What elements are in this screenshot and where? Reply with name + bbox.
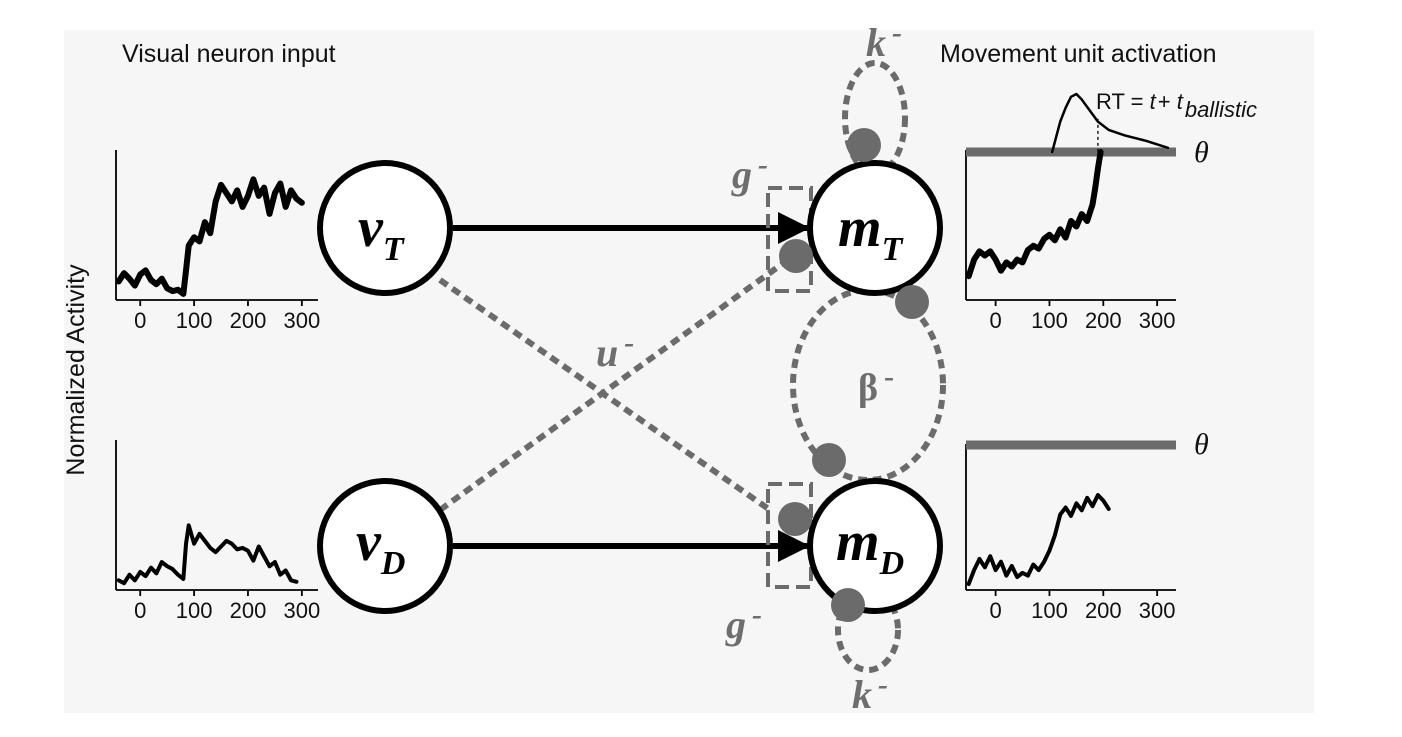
activity-trace (116, 523, 299, 586)
node-mT-label: mT (838, 197, 904, 268)
rt-lhs: RT = (1096, 89, 1150, 114)
x-tick-label: 100 (176, 308, 213, 333)
param-k-top-symbol: k (866, 20, 886, 65)
node-mD (807, 478, 943, 614)
x-tick-label: 0 (989, 598, 1001, 623)
synapse-dot-g-top (779, 239, 813, 273)
x-tick-label: 0 (134, 308, 146, 333)
synapse-dot-beta-bottom (812, 443, 846, 477)
node-mD-sub: D (879, 545, 905, 582)
node-mD-label: mD (836, 511, 904, 582)
ballistic-trace (1050, 92, 1170, 154)
synapse-dot-beta-top (895, 285, 929, 319)
arrowhead-bottom (778, 530, 810, 562)
movement-target-plot: 0 100 200 300 (965, 92, 1176, 333)
param-k-bottom-symbol: k (852, 672, 872, 717)
x-tick-label: 200 (1085, 308, 1122, 333)
x-tick-label: 100 (1031, 308, 1068, 333)
rt-t: t (1150, 89, 1157, 114)
x-tick-label: 300 (283, 598, 320, 623)
movement-distractor-plot: 0 100 200 300 (965, 440, 1176, 623)
cross-inhibition-vD-to-mT (438, 259, 787, 513)
x-tick-label: 300 (1139, 598, 1176, 623)
lateral-inhibition-loop (790, 287, 946, 483)
x-tick-label: 100 (176, 598, 213, 623)
visual-distractor-plot: 0 100 200 300 (115, 440, 320, 623)
node-mT-sub: T (882, 231, 904, 268)
x-tick-label: 300 (283, 308, 320, 333)
visual-input-title: Visual neuron input (122, 40, 336, 68)
node-vD-sub: D (380, 545, 406, 582)
synapse-dot-g-bottom (778, 502, 812, 536)
x-tick-label: 200 (1085, 598, 1122, 623)
x-tick-label: 200 (230, 598, 267, 623)
node-mD-main: m (836, 511, 880, 573)
x-tick-label: 300 (1139, 308, 1176, 333)
param-k-top: k- (866, 16, 902, 65)
x-tick-label: 0 (989, 308, 1001, 333)
node-vT-label: vT (358, 197, 405, 268)
param-k-bottom-sup: - (878, 668, 888, 701)
normalized-activity-label: Normalized Activity (62, 264, 90, 476)
param-k-top-sup: - (892, 16, 902, 49)
node-vD-main: v (356, 511, 382, 573)
node-mT-main: m (838, 197, 882, 259)
param-g-bottom: g- (725, 598, 762, 647)
threshold-label-bottom: θ (1194, 428, 1209, 461)
node-vD (317, 478, 453, 614)
param-u: u- (596, 326, 634, 375)
x-tick-label: 100 (1031, 598, 1068, 623)
param-g-top-sup: - (758, 148, 768, 181)
movement-activation-title: Movement unit activation (940, 40, 1217, 68)
synapse-dot-k-bottom (831, 588, 865, 622)
param-g-top-symbol: g (731, 152, 752, 197)
node-vT (317, 160, 453, 296)
threshold-label-top: θ (1194, 136, 1209, 169)
rt-equation: RT = t+ tballistic (1096, 89, 1257, 122)
param-g-bottom-sup: - (752, 598, 762, 631)
activity-trace (966, 493, 1111, 586)
activity-trace (115, 176, 305, 297)
param-beta-symbol: β (858, 367, 878, 409)
rt-tb: t (1177, 89, 1184, 114)
param-beta: β- (858, 360, 894, 409)
param-u-symbol: u (596, 330, 618, 375)
rt-plus: + (1158, 89, 1177, 114)
param-beta-sup: - (884, 360, 894, 393)
rt-ballistic: ballistic (1185, 97, 1257, 122)
activity-trace (965, 149, 1104, 280)
param-k-bottom: k- (852, 668, 888, 717)
diagram-background (64, 30, 1314, 713)
x-tick-label: 200 (230, 308, 267, 333)
node-mT (807, 160, 943, 296)
x-tick-label: 0 (134, 598, 146, 623)
param-u-sup: - (624, 326, 634, 359)
node-vT-sub: T (383, 231, 405, 268)
synapse-dot-k-top (847, 128, 881, 162)
param-g-bottom-symbol: g (725, 602, 746, 647)
param-g-top: g- (731, 148, 768, 197)
node-vD-label: vD (356, 511, 405, 582)
node-vT-main: v (358, 197, 384, 259)
visual-target-plot: 0 100 200 300 (115, 150, 320, 333)
arrowhead-top (778, 212, 810, 244)
